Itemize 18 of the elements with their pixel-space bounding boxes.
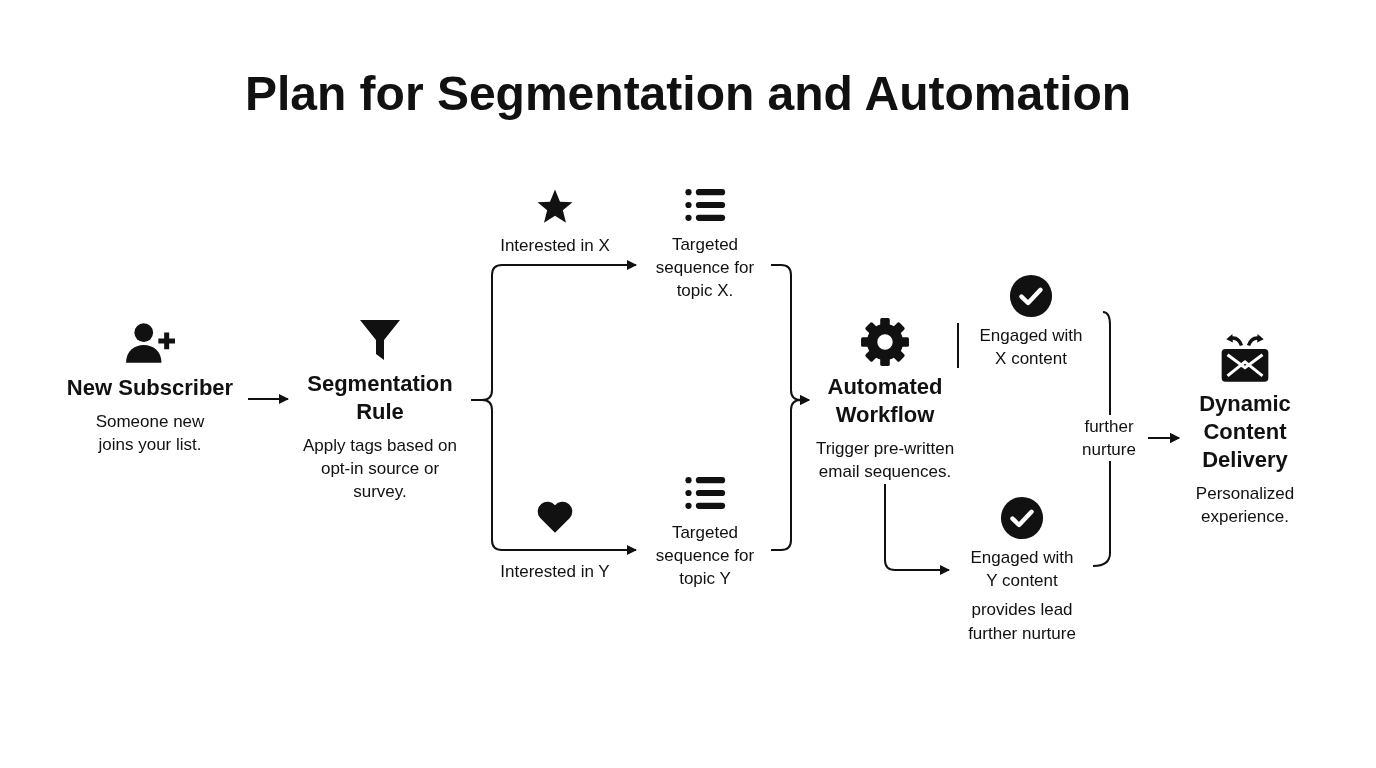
arrow: [884, 483, 950, 575]
step-title: Segmentation Rule: [306, 370, 454, 426]
step-text: Targeted sequence for topic X.: [654, 234, 756, 302]
step-description: Personalized experience.: [1194, 483, 1296, 528]
step-description: Someone new joins your list.: [94, 411, 206, 456]
step-title: New Subscriber: [65, 374, 235, 402]
arrow: [770, 395, 810, 551]
step-description: Apply tags based on opt-in source or survey.: [301, 435, 459, 503]
step-title: Automated Workflow: [826, 373, 944, 429]
arrow: [470, 399, 637, 555]
diagram-title: Plan for Segmentation and Automation: [244, 66, 1132, 121]
step-title: Dynamic Content Delivery: [1198, 390, 1292, 474]
step-text: Engaged with Y content: [969, 547, 1075, 592]
step-note: provides lead further nurture: [967, 599, 1077, 645]
step-text: Targeted sequence for topic Y: [654, 522, 756, 590]
step-description: Trigger pre-written email sequences.: [814, 438, 956, 483]
step-text: Engaged with X content: [978, 325, 1084, 370]
arrow: [247, 394, 289, 404]
